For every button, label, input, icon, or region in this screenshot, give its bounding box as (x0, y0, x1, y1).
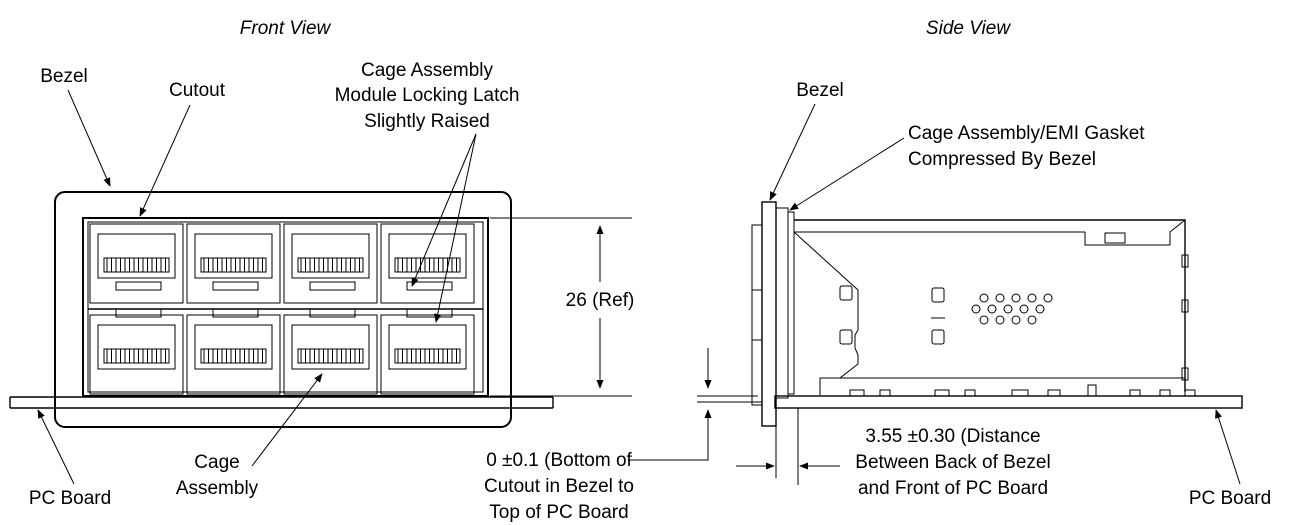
locking-latch (212, 281, 259, 291)
side-bezel (751, 201, 777, 427)
vent-hole (1027, 315, 1037, 325)
locking-latch (309, 308, 356, 318)
side-pc-board-label: PC Board (1189, 488, 1271, 509)
latch-label-line3: Slightly Raised (364, 111, 490, 132)
front-bezel-label: Bezel (40, 66, 88, 87)
side-dimensions (697, 348, 840, 485)
front-cutout-label: Cutout (169, 80, 226, 101)
vent-hole (995, 315, 1005, 325)
latch-label-line2: Module Locking Latch (335, 85, 520, 106)
height-dimension (490, 217, 632, 397)
tolerance1-line2: Cutout in Bezel to (484, 476, 634, 497)
front-view: Front View 26 (Ref) Bezel Cutout Cage As… (9, 18, 635, 509)
port (380, 308, 475, 395)
vent-hole (1027, 293, 1037, 303)
vent-hole (1019, 304, 1029, 314)
port (380, 223, 475, 304)
vent-hole (1011, 315, 1021, 325)
vent-holes (971, 293, 1053, 325)
port (283, 308, 378, 395)
locking-latch (406, 281, 453, 291)
tolerance1-line3: Top of PC Board (489, 502, 628, 523)
vent-hole (979, 293, 989, 303)
cage-label-line2: Assembly (176, 478, 259, 499)
front-pc-board (9, 396, 554, 409)
port (89, 308, 184, 395)
vent-hole (995, 293, 1005, 303)
port (283, 223, 378, 304)
tolerance1-line1: 0 ±0.1 (Bottom of (486, 450, 632, 471)
front-bezel-outline (54, 191, 512, 428)
port (186, 223, 281, 304)
front-cutout (82, 217, 489, 397)
locking-latch (309, 281, 356, 291)
gasket-label-line2: Compressed By Bezel (908, 149, 1096, 170)
cage-label-line1: Cage (194, 452, 239, 473)
tolerance2-line1: 3.55 ±0.30 (Distance (865, 426, 1040, 447)
side-bezel-label: Bezel (796, 80, 844, 101)
vent-hole (987, 304, 997, 314)
port-grid (88, 223, 483, 395)
side-pc-board (774, 384, 1243, 409)
latch-label-line1: Cage Assembly (361, 60, 494, 81)
side-cage-body (775, 207, 1189, 399)
front-view-title: Front View (240, 18, 332, 39)
locking-latch (115, 281, 162, 291)
vent-hole (971, 304, 981, 314)
locking-latch (406, 308, 453, 318)
side-view-title: Side View (926, 18, 1011, 39)
gasket-label-line1: Cage Assembly/EMI Gasket (908, 123, 1145, 144)
tolerance2-line3: and Front of PC Board (858, 478, 1048, 499)
side-view: Side View (484, 18, 1271, 523)
vent-hole (1011, 293, 1021, 303)
tolerance2-line2: Between Back of Bezel (855, 452, 1050, 473)
vent-hole (1043, 293, 1053, 303)
vent-hole (1003, 304, 1013, 314)
locking-latch (115, 308, 162, 318)
port (186, 308, 281, 395)
front-pc-board-label: PC Board (29, 488, 111, 509)
port (89, 223, 184, 304)
height-dimension-label: 26 (Ref) (566, 290, 635, 311)
vent-hole (1035, 304, 1045, 314)
locking-latch (212, 308, 259, 318)
vent-hole (979, 315, 989, 325)
